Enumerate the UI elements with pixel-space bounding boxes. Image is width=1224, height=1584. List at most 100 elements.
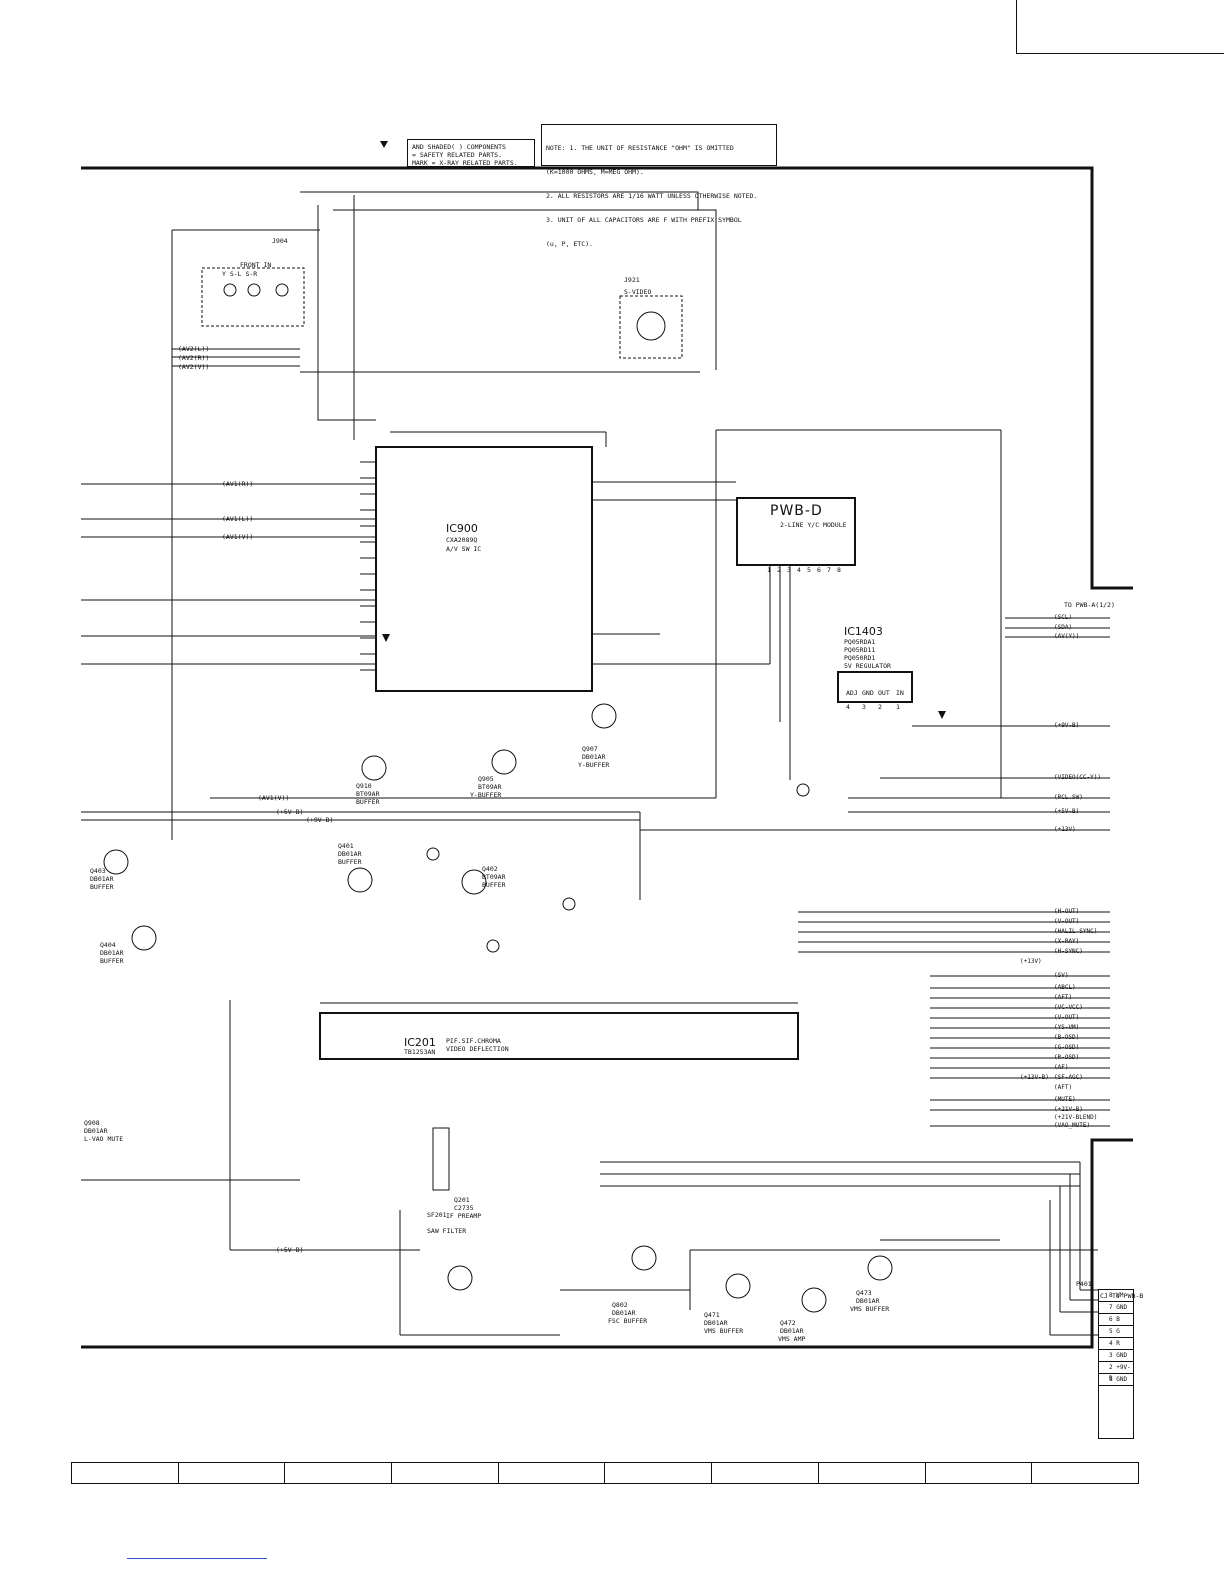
q403-ref: Q403 <box>90 867 106 875</box>
supply-label: (+9V-B) <box>306 816 334 824</box>
q905-role: Y-BUFFER <box>470 791 502 799</box>
p401-pin: 5 G <box>1099 1326 1133 1338</box>
q402-part: BT09AR <box>482 873 506 881</box>
pwb-d-pin: 5 <box>807 566 811 574</box>
supply-label: (+5V-B) <box>276 808 304 816</box>
signal-label: (SCL) <box>1054 614 1073 621</box>
footer-cell <box>497 1462 606 1484</box>
q404-role: BUFFER <box>100 957 124 965</box>
q907-role: Y-BUFFER <box>578 761 610 769</box>
q404-part: DB01AR <box>100 949 124 957</box>
p401-pin: 1 GND <box>1099 1374 1133 1386</box>
pwb-d-pin: 6 <box>817 566 821 574</box>
q473-role: VMS BUFFER <box>850 1305 890 1313</box>
ic1403-part1: PQ05RDA1 <box>844 638 876 646</box>
q802-role: FSC BUFFER <box>608 1317 648 1325</box>
signal-label: (VAO_MUTE) <box>1054 1122 1091 1129</box>
q802-ref: Q802 <box>612 1301 628 1309</box>
q802-part: DB01AR <box>612 1309 636 1317</box>
ic900-desc: A/V SW IC <box>446 545 482 553</box>
ic1403-pin-number: 2 <box>878 703 882 711</box>
signal-label: (X-RAY) <box>1054 938 1080 945</box>
ic1403-part3: PQ050RD1 <box>844 654 876 662</box>
q201-role: IF PREAMP <box>446 1212 482 1220</box>
pwb-d-pin: 4 <box>797 566 801 574</box>
title-block-corner <box>1016 0 1224 54</box>
jack-group-label: FRONT IN <box>240 261 272 269</box>
signal-label: (AFT) <box>1054 1084 1073 1091</box>
footer-cell <box>1031 1462 1139 1484</box>
signal-label: (SF-AGC) <box>1054 1074 1083 1081</box>
q402-role: BUFFER <box>482 881 506 889</box>
signal-label: (H-OUT) <box>1054 908 1080 915</box>
supply-label: (+5V-B) <box>276 1246 304 1254</box>
note-line-2: (K=1000 OHMS, M=MEG OHM). <box>546 168 644 176</box>
footer-cell <box>177 1462 286 1484</box>
q471-ref: Q471 <box>704 1311 720 1319</box>
q472-role: VMS AMP <box>778 1335 806 1343</box>
svideo-desc: S-VIDEO <box>624 288 652 296</box>
p401-pin: 7 GND <box>1099 1302 1133 1314</box>
ic1403-pin-number: 1 <box>896 703 900 711</box>
ic1403-part2: PQ05RD11 <box>844 646 876 654</box>
q402-ref: Q402 <box>482 865 498 873</box>
q905-part: BT09AR <box>478 783 502 791</box>
signal-label: (+13V-B) <box>1020 1074 1049 1081</box>
signal-label: (+21V-BLEND) <box>1054 1114 1098 1121</box>
q471-part: DB01AR <box>704 1319 728 1327</box>
pwb-d-subtitle: 2-LINE Y/C MODULE <box>780 521 847 529</box>
signal-label: (AV(Y)) <box>1054 633 1080 640</box>
saw-ref: SF201 <box>427 1211 447 1219</box>
signal-label: (AF) <box>1054 1064 1069 1071</box>
q201-ref: Q201 <box>454 1196 470 1204</box>
signal-label: (VC-VCC) <box>1054 1004 1083 1011</box>
q908-role: L-VAO MUTE <box>84 1135 124 1143</box>
safety-line-2: = SAFETY RELATED PARTS. <box>412 151 503 159</box>
note-line-1: NOTE: 1. THE UNIT OF RESISTANCE "OHM" IS… <box>546 144 734 152</box>
q472-ref: Q472 <box>780 1319 796 1327</box>
signal-label: (SV) <box>1054 972 1069 979</box>
q473-part: DB01AR <box>856 1297 880 1305</box>
ic201-desc: PIF.SIF.CHROMA <box>446 1037 501 1045</box>
signal-label: (V-OUT) <box>1054 918 1080 925</box>
ic1403-ref: IC1403 <box>844 625 883 638</box>
footer-cell <box>391 1462 499 1484</box>
signal-label: (V-OUT) <box>1054 1014 1080 1021</box>
signal-label: (+21V-B) <box>1054 1106 1083 1113</box>
ic1403-pin-label: IN <box>896 689 904 697</box>
q905-ref: Q905 <box>478 775 494 783</box>
av-input-label: (AV1(V)) <box>222 533 254 541</box>
av-input-label: (AV2(L)) <box>178 345 210 353</box>
q907-part: DB01AR <box>582 753 606 761</box>
av-input-label: (AV1(R)) <box>222 480 254 488</box>
ic201-part: TB1253AN <box>404 1048 436 1056</box>
p401-pin: 6 B <box>1099 1314 1133 1326</box>
signal-label: (+13V) <box>1054 826 1076 833</box>
ic201-ref: IC201 <box>404 1036 436 1049</box>
jack-channels: Y S-L S-R <box>222 270 258 278</box>
q908-part: DB01AR <box>84 1127 108 1135</box>
note-line-5: (u, P, ETC). <box>546 240 593 248</box>
signal-label: (RCL.SW) <box>1054 794 1083 801</box>
cj-label: CJ <box>1100 1292 1108 1300</box>
signal-label: (MUTE) <box>1054 1096 1076 1103</box>
p401-pin: 3 GND <box>1099 1350 1133 1362</box>
q401-ref: Q401 <box>338 842 354 850</box>
q910-ref: Q910 <box>356 782 372 790</box>
safety-line-3: MARK = X-RAY RELATED PARTS. <box>412 159 518 167</box>
footer-cell <box>284 1462 393 1484</box>
safety-line-1: AND SHADED( ) COMPONENTS <box>412 143 506 151</box>
signal-label: (+9V-B) <box>1054 722 1080 729</box>
av-input-label: (AV2(R)) <box>178 354 210 362</box>
safety-notice: AND SHADED( ) COMPONENTS = SAFETY RELATE… <box>407 139 535 167</box>
jack-ref: J904 <box>272 237 288 245</box>
note-line-4: 3. UNIT OF ALL CAPACITORS ARE F WITH PRE… <box>546 216 742 224</box>
q908-ref: Q908 <box>84 1119 100 1127</box>
svideo-ref: J921 <box>624 276 640 284</box>
signal-label: (VIDEO(CC-Y)) <box>1054 774 1101 781</box>
q404-ref: Q404 <box>100 941 116 949</box>
pwb-d-pin: 3 <box>787 566 791 574</box>
ic1403-pin-label: ADJ <box>846 689 858 697</box>
q403-part: DB01AR <box>90 875 114 883</box>
